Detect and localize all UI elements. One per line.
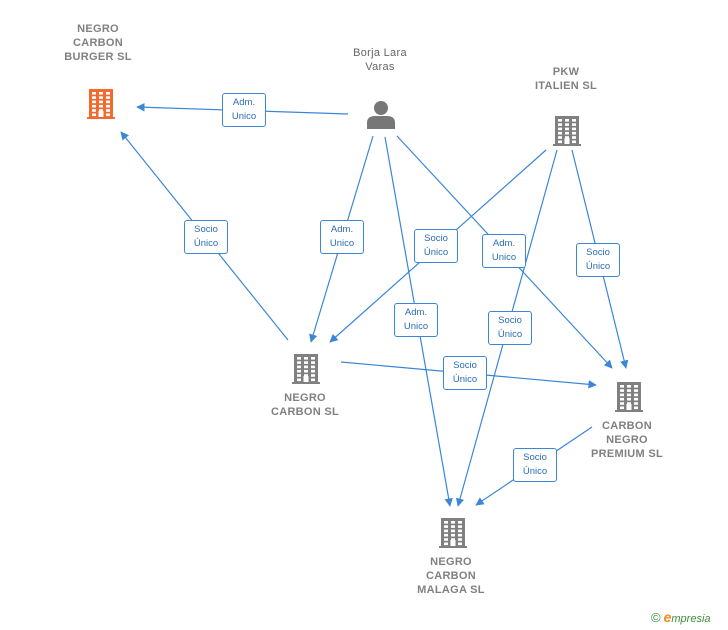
edge-label-line: Único [193, 238, 219, 249]
edge-label-line: Unico [329, 238, 355, 249]
edge-label-line: Socio [194, 224, 218, 235]
building-icon[interactable] [87, 89, 115, 119]
node-label-line: MALAGA SL [417, 584, 485, 596]
building-icon[interactable] [439, 518, 467, 548]
node-label-line: CARBON [72, 37, 124, 49]
node-label-line: PREMIUM SL [590, 448, 664, 460]
node-label-pkw[interactable]: PKW ITALIEN SL [496, 65, 636, 93]
node-label-ncmalaga[interactable]: NEGRO CARBON MALAGA SL [381, 555, 521, 597]
edge-label-line: Unico [403, 321, 429, 332]
node-label-line: NEGRO [606, 434, 648, 446]
node-label-line: Varas [365, 61, 395, 73]
edge-label-line: Único [522, 466, 548, 477]
node-label-ncburger[interactable]: NEGRO CARBON BURGER SL [28, 22, 168, 64]
edge-label-borja-to-ncmalaga[interactable]: Adm. Unico [394, 303, 438, 337]
edge-label-borja-to-ncburger[interactable]: Adm. Unico [222, 93, 266, 127]
edge-label-borja-to-cnp[interactable]: Adm. Unico [482, 234, 526, 268]
edge-label-line: Socio [498, 315, 522, 326]
node-label-line: ITALIEN SL [534, 80, 598, 92]
edge-label-line: Socio [424, 233, 448, 244]
node-label-line: PKW [552, 66, 580, 78]
node-label-line: Borja Lara [353, 47, 407, 59]
edge-label-line: Socio [586, 247, 610, 258]
person-icon[interactable] [367, 101, 395, 129]
node-label-cnp[interactable]: CARBON NEGRO PREMIUM SL [557, 419, 697, 461]
edge-label-line: Único [423, 247, 449, 258]
edge-label-line: Unico [491, 252, 517, 263]
node-label-line: CARBON [601, 420, 653, 432]
edge-label-line: Adm. [404, 307, 428, 318]
node-label-line: NEGRO [284, 392, 326, 404]
edge-label-line: Adm. [492, 238, 516, 249]
brand-logo-text: mpresia [671, 613, 711, 625]
edge-label-line: Único [452, 374, 478, 385]
edge-label-line: Único [497, 329, 523, 340]
building-icon[interactable] [292, 354, 320, 384]
copyright-notice: ©empresia [651, 609, 711, 625]
node-label-line: NEGRO [430, 556, 472, 568]
edge-label-borja-to-nc[interactable]: Adm. Unico [320, 220, 364, 254]
edge-label-line: Socio [453, 360, 477, 371]
brand-logo-initial: e [663, 609, 672, 625]
node-label-line: NEGRO [77, 23, 119, 35]
building-icon[interactable] [615, 382, 643, 412]
edge-label-line: Socio [523, 452, 547, 463]
copyright-icon: © [651, 610, 661, 625]
node-label-line: BURGER SL [64, 51, 132, 63]
edge-label-line: Único [585, 261, 611, 272]
node-label-line: CARBON [425, 570, 477, 582]
node-label-line: CARBON SL [270, 406, 340, 418]
edge-label-line: Adm. [232, 97, 256, 108]
building-icon[interactable] [553, 116, 581, 146]
edge-label-line: Unico [231, 111, 257, 122]
edge-label-line: Adm. [330, 224, 354, 235]
node-label-nc[interactable]: NEGRO CARBON SL [235, 391, 375, 419]
